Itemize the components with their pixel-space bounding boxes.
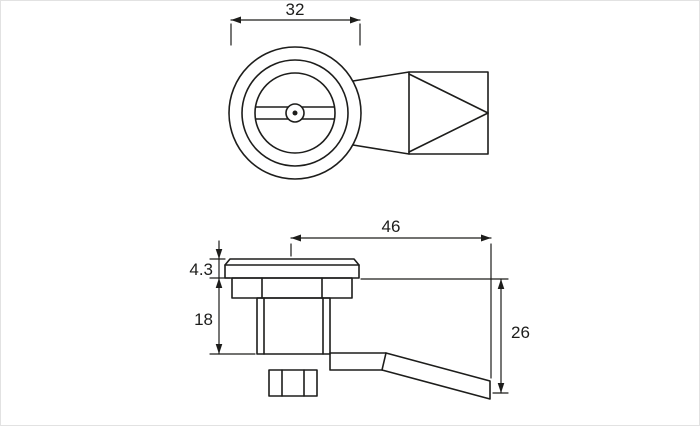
side-view-cam-lever: [329, 352, 491, 400]
arrowhead-left: [291, 234, 301, 242]
arrowhead-down: [497, 383, 505, 393]
dim-label-cam-length: 46: [382, 217, 401, 236]
dim-label-cam-offset: 26: [511, 323, 530, 342]
center-dot: [292, 110, 298, 116]
dim-label-head-thickness: 4.3: [189, 260, 213, 279]
side-view-fixing-nut: [268, 369, 318, 397]
arrowhead-up: [497, 279, 505, 289]
top-view-face: [228, 46, 362, 180]
arrowhead-up: [215, 278, 223, 288]
top-view: 32: [228, 1, 489, 180]
top-view-cam: [352, 71, 489, 155]
side-view-hex-nut: [231, 277, 353, 299]
side-view: 46 4.3 18: [189, 217, 530, 400]
dim-label-face-diameter: 32: [286, 1, 305, 19]
side-view-body: [256, 297, 331, 355]
arrowhead-down: [215, 344, 223, 354]
dim-label-body-length: 18: [194, 310, 213, 329]
arrowhead-left: [231, 16, 241, 24]
cam-bend-line: [381, 352, 387, 371]
arrowhead-right: [481, 234, 491, 242]
dimension-cam-length: 46: [290, 217, 492, 379]
dimension-body-length: 18: [194, 310, 256, 355]
dimension-cam-offset: 26: [360, 278, 530, 394]
side-view-head: [224, 258, 360, 279]
arrowhead-down: [215, 249, 223, 259]
dimension-face-diameter: 32: [230, 1, 361, 46]
dimension-head-thickness: 4.3: [189, 240, 231, 355]
arrowhead-right: [350, 16, 360, 24]
